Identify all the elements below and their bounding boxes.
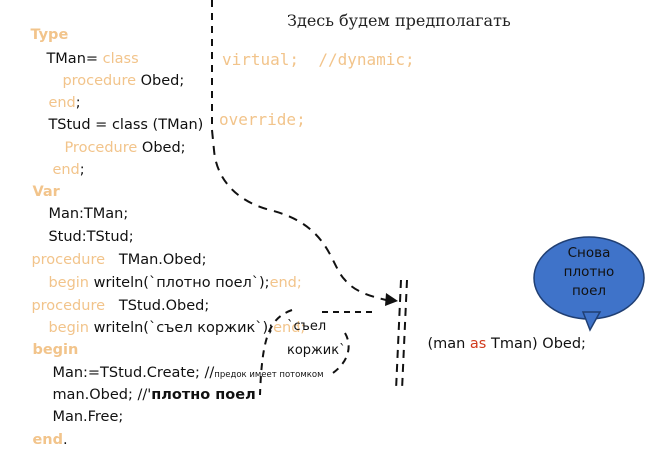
writeln-call: writeln(`плотно поел`);: [89, 275, 270, 291]
keyword-procedure: Procedure: [64, 140, 138, 156]
method-name: Obed;: [137, 140, 186, 156]
create-stmt: Man:=TStud.Create; //: [52, 365, 215, 381]
method-name: Obed;: [136, 73, 185, 89]
code-line-16: Man:=TStud.Create; //предок имеет потомк…: [34, 349, 323, 399]
period: .: [62, 432, 68, 448]
vertical-dash-right: [401, 279, 408, 391]
code-line-12: begin writeln(`плотно поел`);end;: [30, 259, 302, 307]
semicolon: ;: [75, 95, 81, 111]
code-line-11: procedure TMan.Obed;: [13, 236, 207, 284]
code-line-9: Man:TMan;: [30, 190, 128, 238]
keyword-class: class: [102, 51, 139, 67]
speech-bubble: [533, 236, 645, 332]
keyword-type: Type: [30, 27, 69, 43]
code-line-17: man.Obed; //'плотно поел: [34, 371, 256, 419]
tman-decl: TMan=: [46, 51, 103, 67]
code-line-1: Type: [12, 11, 68, 59]
arrow-head: [385, 293, 398, 306]
var-man: Man:TMan;: [48, 206, 129, 222]
method-impl: TMan.Obed;: [105, 252, 207, 268]
code-line-2: TMan= class: [28, 35, 139, 83]
keyword-end: end: [48, 95, 76, 111]
code-line-14: begin writeln(`съел коржик`);end;: [30, 304, 305, 352]
method-impl: TStud.Obed;: [105, 298, 210, 314]
keyword-as: as: [469, 336, 487, 352]
eaten-label-2: коржик`: [287, 343, 346, 358]
bracket-left: [259, 309, 293, 396]
code-line-7: end;: [34, 146, 85, 194]
writeln-call: writeln(`съел коржик`);: [89, 320, 274, 336]
cast-call: (man as Tman) Obed;: [409, 320, 586, 368]
keyword-end: end;: [269, 275, 302, 291]
var-stud: Stud:TStud;: [48, 229, 134, 245]
bubble-line-2: плотно: [563, 264, 615, 280]
keyword-end: end: [52, 162, 80, 178]
header-note: Здесь будем предполагать: [287, 11, 511, 30]
eaten-label-1: `съел: [287, 319, 327, 334]
code-line-19: end.: [14, 416, 68, 464]
override-note: override;: [219, 110, 306, 129]
call-stmt: man.Obed; //': [52, 387, 152, 403]
code-line-10: Stud:TStud;: [30, 213, 134, 261]
slide: Type TMan= class procedure Obed; end; TS…: [12, 0, 645, 448]
code-line-13: procedure TStud.Obed;: [13, 282, 209, 330]
virtual-note: virtual; //dynamic;: [222, 50, 415, 69]
code-line-6: Procedure Obed;: [46, 124, 186, 172]
annotation-lines: [211, 0, 645, 396]
keyword-end: end;: [273, 320, 306, 336]
keyword-begin: begin: [48, 320, 89, 336]
semicolon: ;: [79, 162, 85, 178]
keyword-end: end: [32, 432, 63, 448]
code-line-18: Man.Free;: [34, 393, 123, 441]
code-line-4: end;: [30, 79, 81, 127]
keyword-procedure: procedure: [31, 298, 106, 314]
keyword-procedure: procedure: [31, 252, 106, 268]
bubble-text: Снова плотно поел: [548, 244, 630, 301]
code-line-15: begin: [14, 326, 78, 374]
vertical-dash-left: [395, 279, 402, 391]
call-comment: плотно поел: [151, 387, 256, 403]
keyword-var: Var: [32, 184, 60, 200]
bracket-right: [329, 332, 350, 376]
keyword-begin: begin: [48, 275, 89, 291]
free-stmt: Man.Free;: [52, 409, 124, 425]
code-line-3: procedure Obed;: [44, 57, 184, 105]
cast-suffix: Tman) Obed;: [486, 336, 586, 352]
inline-comment: предок имеет потомком: [214, 370, 324, 380]
tstud-decl: TStud = class (TMan): [48, 117, 204, 133]
code-line-8: Var: [14, 168, 60, 216]
bubble-tail: [581, 311, 602, 332]
curved-arrow: [211, 129, 387, 301]
bubble-line-1: Снова: [567, 245, 611, 261]
keyword-procedure: procedure: [62, 73, 137, 89]
cast-prefix: (man: [427, 336, 470, 352]
keyword-begin: begin: [32, 342, 79, 358]
code-line-5: TStud = class (TMan): [30, 101, 203, 149]
bubble-line-3: поел: [571, 283, 607, 299]
